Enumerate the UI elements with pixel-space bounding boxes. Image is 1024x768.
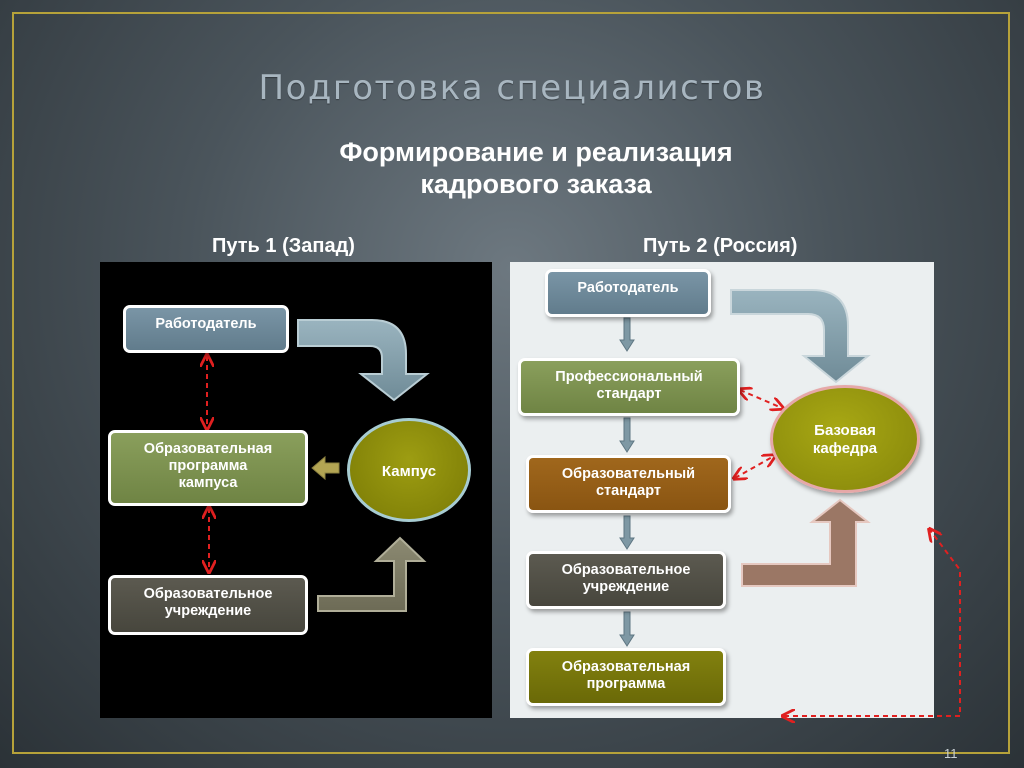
russia-base-dept-line-1: Базовая [814, 422, 876, 439]
subtitle-line-2: кадрового заказа [420, 169, 652, 199]
path-russia-label: Путь 2 (Россия) [643, 235, 798, 257]
russia-edu-standard-line-1: Образовательный [561, 466, 696, 482]
russia-edu-standard-kafedra-dashed-arrow [735, 456, 774, 478]
russia-prof-standard-kafedra-dashed-arrow [740, 390, 782, 408]
west-program-line-1: Образовательная [143, 441, 273, 457]
west-program-line-2: программа [168, 458, 248, 474]
slide-frame [12, 12, 1010, 754]
subtitle-line-1: Формирование и реализация [339, 137, 733, 167]
russia-prof-standard-line-1: Профессиональный [555, 369, 703, 385]
west-campus-to-program-arrow [311, 455, 340, 481]
russia-institution-line-2: учреждение [582, 579, 670, 595]
west-campus-ellipse: Кампус [347, 418, 471, 522]
russia-base-dept-line-2: кафедра [812, 440, 878, 457]
russia-program-box: Образовательная программа [526, 648, 726, 706]
chain-arrow-1 [619, 317, 635, 352]
slide-title: Подготовка специалистов [258, 68, 766, 108]
west-campus-label: Кампус [381, 463, 437, 480]
russia-employer-box: Работодатель [545, 269, 711, 317]
west-program-line-3: кампуса [178, 475, 238, 491]
russia-prof-standard-line-2: стандарт [596, 386, 662, 402]
west-institution-to-campus-arrow [317, 536, 427, 612]
russia-base-dept-ellipse: Базовая кафедра [770, 385, 920, 493]
russia-institution-line-1: Образовательное [561, 562, 691, 578]
russia-feedback-dashed-loop [784, 530, 961, 716]
slide-subtitle: Формирование и реализация кадрового зака… [0, 136, 1024, 200]
russia-institution-box: Образовательное учреждение [526, 551, 726, 609]
west-institution-box: Образовательное учреждение [108, 575, 308, 635]
russia-prof-standard-box: Профессиональный стандарт [518, 358, 740, 416]
russia-employer-to-kafedra-arrow [730, 289, 871, 384]
russia-program-line-1: Образовательная [561, 659, 691, 675]
russia-program-line-2: программа [586, 676, 666, 692]
russia-institution-to-kafedra-arrow [741, 498, 871, 587]
west-institution-line-2: учреждение [164, 603, 252, 619]
russia-edu-standard-line-2: стандарт [595, 483, 661, 499]
chain-arrow-4 [619, 611, 635, 647]
west-employer-label: Работодатель [155, 316, 257, 332]
russia-chain-arrows [619, 317, 635, 647]
west-employer-box: Работодатель [123, 305, 289, 353]
russia-edu-standard-box: Образовательный стандарт [526, 455, 731, 513]
chain-arrow-3 [619, 515, 635, 550]
west-program-box: Образовательная программа кампуса [108, 430, 308, 506]
chain-arrow-2 [619, 417, 635, 453]
west-institution-line-1: Образовательное [143, 586, 273, 602]
russia-employer-label: Работодатель [577, 280, 679, 296]
west-employer-to-campus-arrow [297, 319, 430, 402]
slide-page-number: 11 [944, 746, 958, 761]
path-west-label: Путь 1 (Запад) [212, 235, 355, 257]
